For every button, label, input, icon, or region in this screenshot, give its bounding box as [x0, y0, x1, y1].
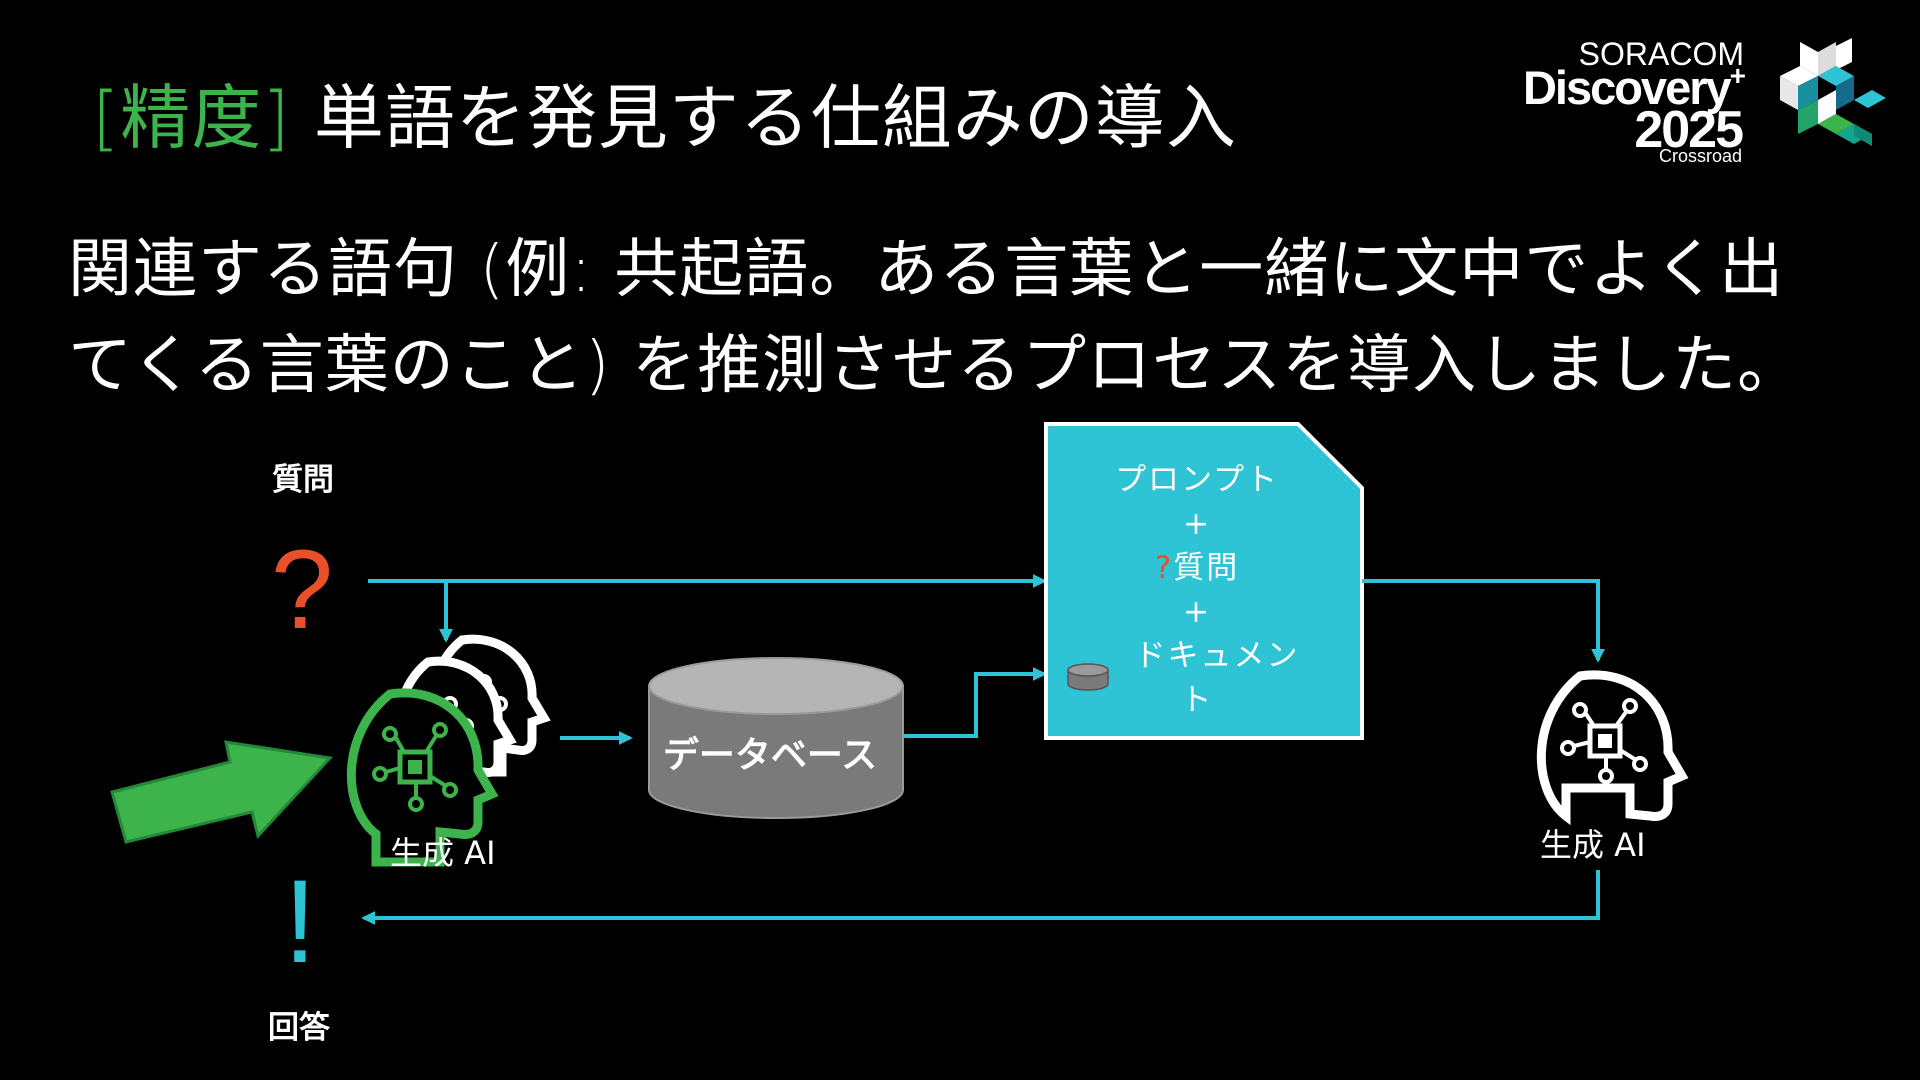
prompt-question-line: ?質問: [1046, 546, 1348, 590]
left-genai-label: 生成 AI: [390, 834, 496, 872]
database-label: データベース: [662, 735, 878, 776]
question-label: 質問: [272, 462, 334, 498]
body-text: 関連する語句 (例: 共起語。ある言葉と一緒に文中でよく出 てくる言葉のこと) …: [68, 222, 1868, 414]
question-mark-icon: ?: [271, 527, 333, 652]
title-main: 単語を発見する仕組みの導入: [290, 77, 1237, 159]
logo-year: 2025: [1634, 101, 1744, 159]
prompt-document-text: プロンプト + ?質問 + ドキュメン ト: [1046, 458, 1348, 722]
ai-head-icon-front: [346, 688, 499, 867]
body-line-2: てくる言葉のこと) を推測させるプロセスを導入しました。: [68, 329, 1803, 403]
answer-label: 回答: [268, 1010, 330, 1046]
left-ai-heads: [346, 634, 551, 867]
logo-plus: +: [1729, 60, 1746, 91]
logo-cube-icon: [1780, 38, 1886, 146]
prompt-document-line-1: ドキュメン: [1134, 638, 1300, 674]
prompt-document-shape: [1044, 422, 1364, 740]
slide-title: [精度] 単語を発見する仕組みの導入: [92, 62, 1237, 163]
logo-discovery: Discovery+: [1522, 60, 1746, 115]
body-line-1: 関連する語句 (例: 共起語。ある言葉と一緒に文中でよく出: [68, 233, 1785, 307]
highlight-arrow-icon: [110, 740, 334, 844]
prompt-line: プロンプト: [1114, 462, 1280, 498]
prompt-plus-1: +: [1183, 506, 1211, 542]
mini-database-icon: [1067, 663, 1109, 691]
right-genai-label: 生成 AI: [1540, 826, 1646, 864]
logo-crossroad: Crossroad: [1658, 146, 1742, 166]
prompt-document-line-2: ト: [1180, 682, 1214, 718]
arrow-database-to-prompt: [903, 667, 1047, 738]
title-accent: [精度]: [92, 77, 291, 159]
exclamation-mark-icon: !: [284, 856, 317, 988]
arrow-prompt-to-right-ai: [1362, 579, 1605, 663]
prompt-plus-2: +: [1183, 594, 1211, 630]
arrow-right-ai-to-answer: [361, 870, 1600, 925]
prompt-question-mark-icon: ?: [1154, 550, 1174, 586]
database-cylinder-icon: [648, 657, 904, 819]
event-logo: SORACOM Discovery+ 2025 Crossroad: [1490, 36, 1890, 171]
prompt-question-text: 質問: [1173, 550, 1240, 586]
logo-soracom: SORACOM: [1578, 36, 1744, 72]
right-ai-head-icon: [1536, 670, 1689, 826]
logo-discovery-text: Discovery: [1522, 61, 1732, 114]
